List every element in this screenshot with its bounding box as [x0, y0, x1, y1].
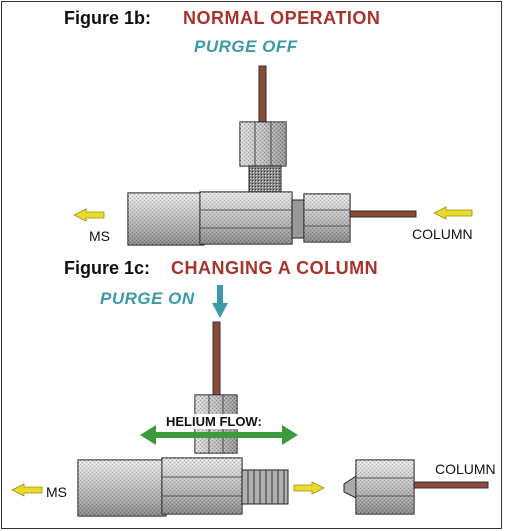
column-tube-1c — [413, 481, 489, 489]
left-arrow-1b — [73, 208, 105, 222]
ms-label-1b: MS — [89, 228, 110, 244]
column-label-1c: COLUMN — [435, 461, 496, 477]
column-tube-1b — [349, 210, 417, 218]
figure-1c-title: CHANGING A COLUMN — [171, 258, 379, 278]
figure-1c-fitting — [77, 321, 489, 517]
ms-label-1c: MS — [46, 484, 67, 500]
helium-flow-arrow — [140, 425, 298, 445]
helium-flow-label: HELIUM FLOW: — [164, 414, 264, 429]
left-arrow-1c — [11, 483, 43, 497]
purge-off-label: PURGE OFF — [194, 37, 298, 56]
middle-arrow-1c — [293, 481, 325, 495]
right-arrow-1b — [433, 206, 473, 220]
figure-1b-fitting — [127, 65, 417, 246]
purge-on-label: PURGE ON — [100, 289, 195, 308]
figure-1b-label: Figure 1b: — [64, 8, 152, 28]
column-label-1b: COLUMN — [412, 226, 473, 242]
tee-stem-1b — [248, 165, 282, 193]
purge-tube-1b — [258, 65, 267, 129]
ferrule-1c — [343, 475, 357, 499]
threads-1c — [241, 469, 289, 505]
figure-1b-title: NORMAL OPERATION — [183, 8, 381, 28]
ferrule-1b — [291, 199, 305, 239]
purge-tube-1c — [212, 321, 221, 401]
purge-down-arrow — [212, 285, 228, 318]
figure-1c-label: Figure 1c: — [64, 258, 151, 278]
